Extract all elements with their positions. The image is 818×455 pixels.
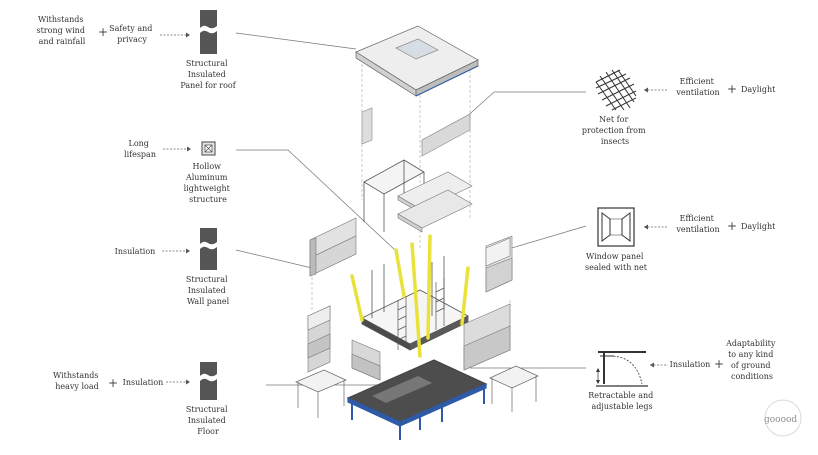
floor-group: Withstands heavy load + Insulation Struc… [53,362,230,436]
roof-name: Structural Insulated Panel for roof [180,59,236,90]
wall-panel-icon [200,228,217,270]
net-group: Net for protection from insects Efficien… [582,69,776,146]
table-right [489,365,539,412]
window-group: Window panel sealed with net Efficient v… [585,207,776,272]
net-req2: Daylight [741,85,776,94]
roof-panel-icon [200,10,217,54]
net-icon [595,69,637,111]
legs-group: Retractable and adjustable legs Insulati… [588,339,778,411]
wall-req1: Insulation [115,247,156,256]
window-req1: Efficient ventilation [675,214,719,234]
adjustable-legs [351,388,485,440]
floor-platform [346,359,488,427]
structure-window-panel [485,237,511,267]
floor-req1: Withstands heavy load [53,371,101,391]
ladders [397,278,445,350]
wall-group: Insulation Structural Insulated Wall pan… [115,228,230,306]
wall-name: Structural Insulated Wall panel [186,275,230,306]
legs-req1: Insulation [670,360,711,369]
aluminum-profile-icon [201,141,216,156]
table-left [295,369,347,418]
shelf-panels [397,171,473,233]
upper-screen-left [361,107,373,145]
lower-left-wall [351,339,381,381]
window-plus-sign: + [727,219,737,233]
hollow-name: Hollow Aluminum lightweight structure [184,162,233,204]
leader-window [504,225,587,251]
net-plus-sign: + [727,82,737,96]
left-wall-panel [309,217,357,277]
net-screen-right [421,113,471,157]
leader-hollow-diag [287,149,396,251]
yellow-bracing [350,234,470,358]
floor-req2: Insulation [123,378,164,387]
exploded-axonometric-module [295,25,539,440]
roof-req1: Withstands strong wind and rainfall [36,15,87,46]
hollow-group: Long lifespan Hollow Aluminum lightweigh… [124,139,233,204]
floor-name: Structural Insulated Floor [186,405,230,436]
left-cabinet [307,305,331,373]
floor-plus-sign: + [108,376,118,390]
roof-group: Withstands strong wind and rainfall + Sa… [36,10,237,90]
lower-right-wall [463,303,511,371]
floor-panel-icon [200,362,217,400]
legs-name: Retractable and adjustable legs [588,391,656,411]
watermark-logo: gooood [764,399,802,437]
upper-frame [363,159,425,232]
roof-plus-sign: + [98,25,108,39]
legs-req2: Adaptability to any kind of ground condi… [725,339,778,381]
watermark-text: gooood [764,415,797,425]
net-name: Net for protection from insects [582,115,648,146]
roof-panel [355,25,479,97]
leg-mechanism-icon [596,351,648,387]
net-req1: Efficient ventilation [675,77,719,97]
leader-roof [235,32,357,50]
hollow-req1: Long lifespan [124,139,156,159]
legs-plus-sign: + [714,357,724,371]
leader-wall [235,249,313,269]
window-req2: Daylight [741,222,776,231]
window-name: Window panel sealed with net [585,252,648,272]
window-panel-icon [597,207,635,247]
roof-req2: Safety and privacy [109,24,155,44]
